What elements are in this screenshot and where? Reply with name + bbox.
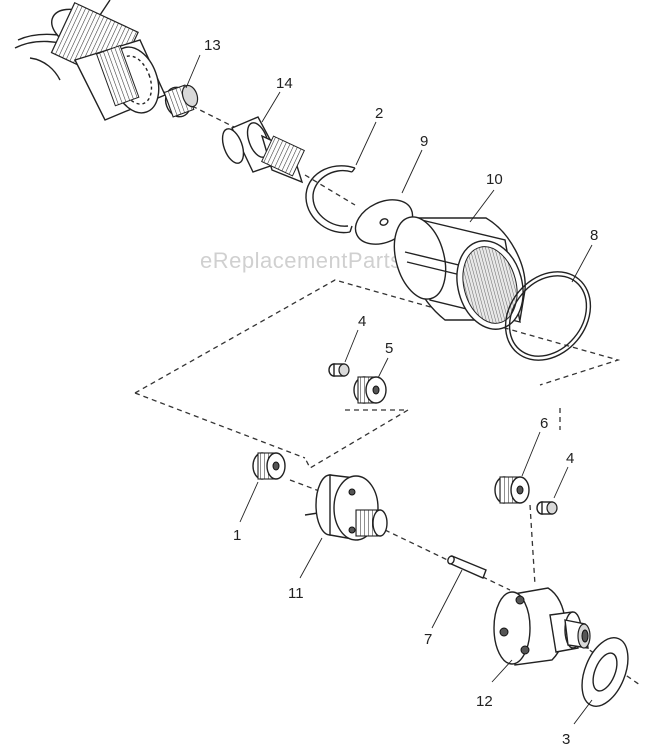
leader-7	[431, 569, 463, 629]
gear-housing	[14, 0, 166, 121]
label-7: 7	[424, 631, 432, 648]
label-3: 3	[562, 731, 570, 748]
part-1-planet-gear[interactable]	[252, 452, 286, 480]
label-4-upper: 4	[358, 313, 366, 330]
leader-4-upper	[344, 329, 359, 363]
part-8-o-ring[interactable]	[488, 255, 608, 377]
leader-13	[185, 54, 201, 89]
axis-lines	[159, 89, 641, 686]
part-12-output-carrier[interactable]	[493, 587, 591, 666]
leader-1	[239, 481, 259, 523]
leader-9	[401, 149, 423, 194]
label-6: 6	[540, 415, 548, 432]
part-13-spline-gear[interactable]	[162, 83, 201, 120]
leader-3	[573, 699, 593, 725]
label-14: 14	[276, 75, 293, 92]
leader-11	[299, 537, 323, 579]
part-5-planet-gear[interactable]	[353, 376, 387, 404]
leader-10	[469, 189, 495, 223]
label-13: 13	[204, 37, 221, 54]
label-4-lower: 4	[566, 450, 574, 467]
leader-14	[261, 91, 281, 123]
label-10: 10	[486, 171, 503, 188]
part-2-snap-ring[interactable]	[305, 165, 356, 234]
leader-5	[377, 357, 389, 379]
leader-12	[491, 659, 513, 683]
leader-8	[571, 244, 593, 283]
part-10-drum[interactable]	[386, 211, 533, 337]
leader-4-lower	[553, 466, 569, 499]
label-1: 1	[233, 527, 241, 544]
part-7-pin[interactable]	[447, 555, 487, 579]
part-3-thrust-washer[interactable]	[573, 631, 637, 713]
label-12: 12	[476, 693, 493, 710]
part-11-planet-carrier[interactable]	[304, 474, 388, 541]
leader-6	[521, 431, 541, 477]
leader-2	[355, 121, 377, 166]
part-4-pin-lower[interactable]	[536, 501, 558, 515]
assembly-outline-upper	[134, 279, 621, 469]
label-2: 2	[375, 105, 383, 122]
label-9: 9	[420, 133, 428, 150]
label-5: 5	[385, 340, 393, 357]
label-11: 11	[288, 585, 304, 602]
part-4-pin-upper[interactable]	[328, 363, 350, 377]
part-6-planet-gear[interactable]	[494, 476, 530, 504]
part-14-splined-shaft[interactable]	[218, 116, 305, 184]
label-8: 8	[590, 227, 598, 244]
